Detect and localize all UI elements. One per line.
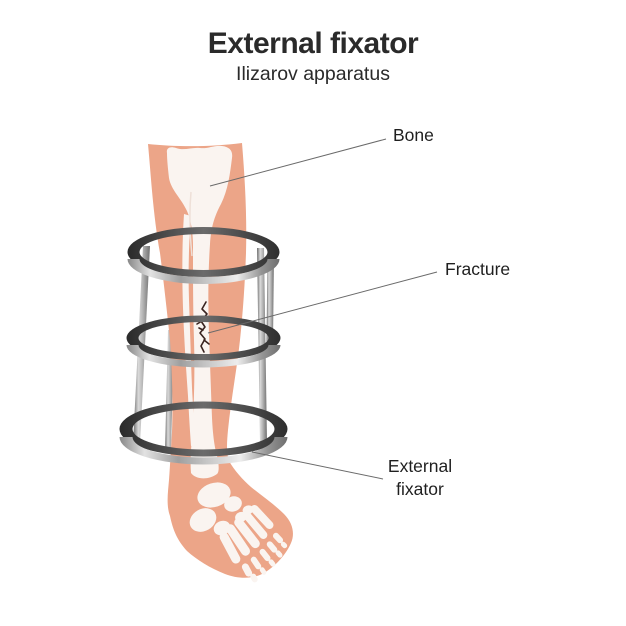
phalanx-bone <box>268 559 276 567</box>
phalanx-bone <box>241 563 253 577</box>
ring-bottom-front <box>119 437 288 465</box>
leader-line-external-fixator <box>251 451 384 480</box>
label-external-fixator-line1: External <box>387 456 453 476</box>
ring-middle-front <box>126 345 281 368</box>
label-external-fixator-line2: fixator <box>396 479 444 499</box>
phalanx-bone <box>275 550 283 558</box>
cuboid-bone <box>213 520 231 536</box>
leader-line-fracture <box>207 271 438 334</box>
foot-bones <box>189 482 288 583</box>
label-bone: Bone <box>393 125 434 145</box>
phalanx-bone <box>272 532 284 544</box>
metatarsal-bone <box>219 532 241 564</box>
phalanx-bone <box>259 548 271 562</box>
metatarsal-bone <box>234 517 260 549</box>
tibia-bone <box>166 145 233 479</box>
ring-top <box>127 227 280 284</box>
tibia-ridge-line <box>189 191 193 257</box>
calcaneus-bone <box>189 508 217 532</box>
ring-top-front <box>127 259 280 284</box>
leader-line-bone <box>209 138 387 187</box>
phalanx-bone <box>266 541 278 553</box>
label-external-fixator: External fixator <box>368 455 472 501</box>
phalanx-bone <box>250 556 262 570</box>
phalanx-bone <box>280 541 288 549</box>
navicular-bone <box>224 496 242 512</box>
phalanx-bone <box>259 567 267 575</box>
ring-bottom <box>119 401 288 465</box>
rod-right-front <box>266 254 274 342</box>
ring-middle <box>126 315 281 368</box>
metatarsal-bone <box>225 524 251 556</box>
metatarsal-bone <box>242 511 268 539</box>
metatarsal-bone <box>250 504 274 530</box>
page-subtitle: Ilizarov apparatus <box>236 63 390 85</box>
leader-lines <box>207 138 438 480</box>
talus-bone <box>197 482 231 508</box>
label-fracture: Fracture <box>445 259 511 279</box>
phalanx-bone <box>250 573 258 583</box>
page-title: External fixator <box>207 27 419 60</box>
fracture-crack <box>196 301 210 353</box>
fixator-rings <box>119 227 288 465</box>
